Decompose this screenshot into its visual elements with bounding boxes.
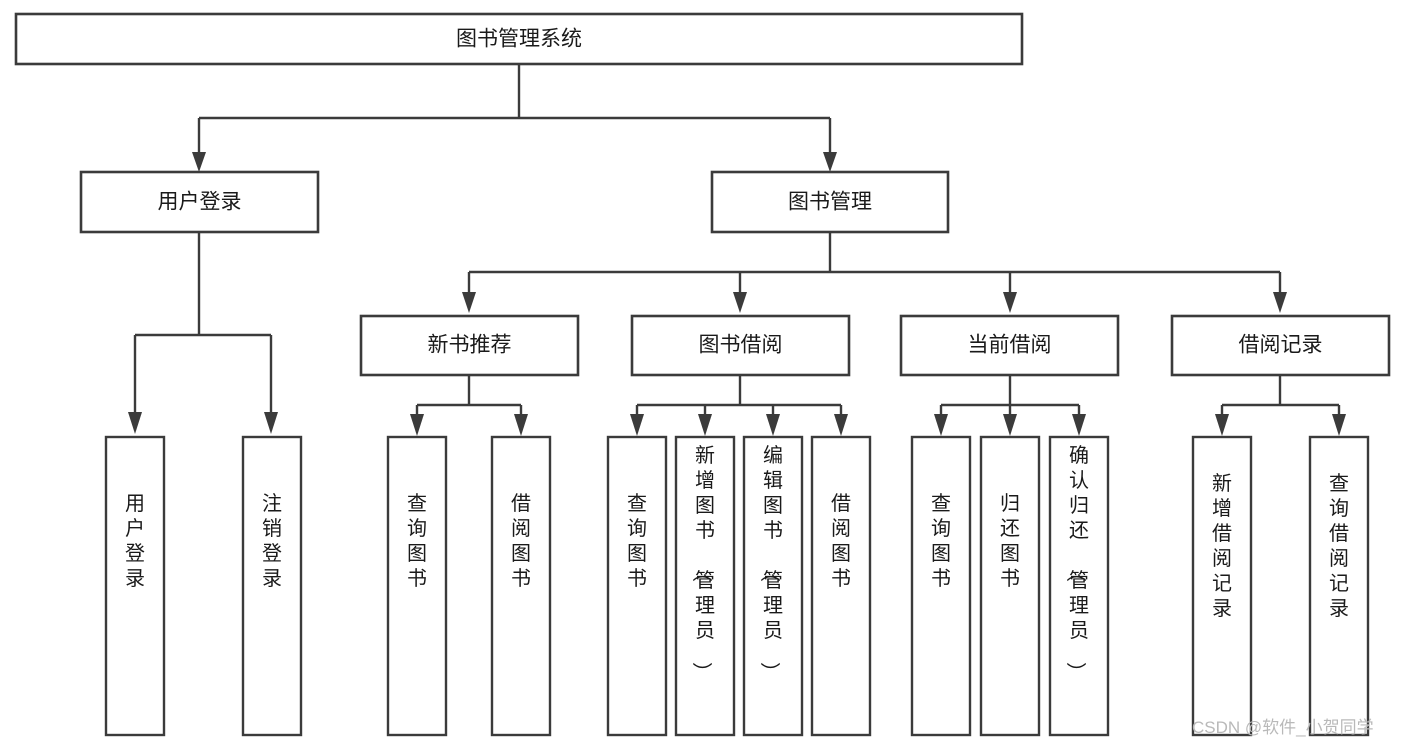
arrow-leaf-query-book-1 (410, 414, 424, 436)
node-leaf-borrow-book-1-box[interactable] (490, 435, 552, 737)
leaf-nodes-layer: 用户登录 注销登录 查询图书 借阅图书 查询图书 新增图书（管理员） (104, 435, 1370, 737)
node-leaf-return-book[interactable]: 归还图书 (979, 435, 1041, 737)
node-leaf-user-logout-label: 注销登录 (262, 492, 282, 590)
node-leaf-edit-book-label: 编辑图书（管理员） (758, 444, 783, 682)
node-root-label: 图书管理系统 (456, 28, 582, 51)
node-user-login-box[interactable] (79, 170, 320, 234)
arrow-leaf-query-book-3 (934, 414, 948, 436)
node-leaf-user-logout[interactable]: 注销登录 (241, 435, 303, 737)
arrow-to-user-login (192, 152, 206, 172)
arrow-leaf-add-record (1215, 414, 1229, 436)
node-borrow-record-label: 借阅记录 (1239, 334, 1323, 357)
node-user-login-label: 用户登录 (158, 191, 242, 214)
node-leaf-query-book-2-box[interactable] (606, 435, 668, 737)
node-new-book-rec[interactable]: 新书推荐 (359, 314, 580, 377)
node-book-borrow[interactable]: 图书借阅 (630, 314, 851, 377)
node-leaf-confirm-return-label: 确认归还（管理员） (1064, 444, 1089, 682)
node-leaf-query-book-3[interactable]: 查询图书 (910, 435, 972, 737)
node-leaf-borrow-book-2[interactable]: 借阅图书 (810, 435, 872, 737)
arrow-leaf-return-book (1003, 414, 1017, 436)
connector-layer (128, 64, 1346, 436)
node-leaf-query-book-1-label: 查询图书 (407, 492, 427, 590)
arrow-leaf-user-login (128, 412, 142, 434)
node-leaf-query-book-2[interactable]: 查询图书 (606, 435, 668, 737)
node-leaf-user-login[interactable]: 用户登录 (104, 435, 166, 737)
arrow-leaf-borrow-book-1 (514, 414, 528, 436)
node-leaf-add-book-label: 新增图书（管理员） (690, 444, 715, 682)
node-leaf-return-book-label: 归还图书 (1000, 492, 1020, 590)
node-book-borrow-label: 图书借阅 (699, 334, 783, 357)
arrow-to-borrow-record (1273, 292, 1287, 313)
node-leaf-query-book-1[interactable]: 查询图书 (386, 435, 448, 737)
node-leaf-borrow-book-2-box[interactable] (810, 435, 872, 737)
node-leaf-confirm-return[interactable]: 确认归还（管理员） (1048, 435, 1110, 737)
node-leaf-add-book-box[interactable] (674, 435, 736, 737)
arrow-leaf-edit-book (766, 414, 780, 436)
node-book-manage[interactable]: 图书管理 (710, 170, 950, 234)
node-leaf-query-record-box[interactable] (1308, 435, 1370, 737)
node-leaf-add-record[interactable]: 新增借阅记录 (1191, 435, 1253, 737)
node-root-box[interactable] (14, 12, 1024, 66)
node-leaf-user-login-label: 用户登录 (125, 493, 145, 590)
arrow-leaf-query-record (1332, 414, 1346, 436)
arrow-leaf-query-book-2 (630, 414, 644, 436)
node-borrow-record-box[interactable] (1170, 314, 1391, 377)
node-leaf-user-login-box[interactable] (104, 435, 166, 737)
arrow-to-new-book-rec (462, 292, 476, 313)
node-root[interactable]: 图书管理系统 (14, 12, 1024, 66)
node-leaf-query-book-1-box[interactable] (386, 435, 448, 737)
node-leaf-query-book-3-box[interactable] (910, 435, 972, 737)
node-leaf-return-book-box[interactable] (979, 435, 1041, 737)
node-leaf-query-record-label: 查询借阅记录 (1329, 472, 1349, 620)
arrow-to-book-borrow (733, 292, 747, 313)
node-leaf-query-record[interactable]: 查询借阅记录 (1308, 435, 1370, 737)
node-book-manage-box[interactable] (710, 170, 950, 234)
csdn-watermark: CSDN @软件_小贺同学 (1192, 718, 1374, 737)
node-leaf-borrow-book-1[interactable]: 借阅图书 (490, 435, 552, 737)
node-leaf-edit-book-box[interactable] (742, 435, 804, 737)
arrow-leaf-user-logout (264, 412, 278, 434)
node-current-borrow-label: 当前借阅 (968, 334, 1052, 357)
node-leaf-user-logout-box[interactable] (241, 435, 303, 737)
arrow-to-book-manage (823, 152, 837, 172)
node-leaf-query-book-3-label: 查询图书 (931, 492, 951, 590)
node-current-borrow-box[interactable] (899, 314, 1120, 377)
arrow-leaf-confirm-return (1072, 414, 1086, 436)
node-leaf-query-book-2-label: 查询图书 (627, 492, 647, 590)
arrow-leaf-borrow-book-2 (834, 414, 848, 436)
arrow-leaf-add-book (698, 414, 712, 436)
node-book-manage-label: 图书管理 (788, 191, 872, 214)
node-new-book-rec-label: 新书推荐 (428, 334, 512, 357)
node-leaf-confirm-return-box[interactable] (1048, 435, 1110, 737)
node-leaf-borrow-book-2-label: 借阅图书 (831, 492, 851, 590)
node-leaf-edit-book[interactable]: 编辑图书（管理员） (742, 435, 804, 737)
arrow-to-current-borrow (1003, 292, 1017, 313)
node-leaf-borrow-book-1-label: 借阅图书 (511, 492, 531, 590)
node-user-login[interactable]: 用户登录 (79, 170, 320, 234)
node-leaf-add-record-label: 新增借阅记录 (1212, 472, 1232, 620)
node-leaf-add-record-box[interactable] (1191, 435, 1253, 737)
node-borrow-record[interactable]: 借阅记录 (1170, 314, 1391, 377)
node-book-borrow-box[interactable] (630, 314, 851, 377)
node-new-book-rec-box[interactable] (359, 314, 580, 377)
node-current-borrow[interactable]: 当前借阅 (899, 314, 1120, 377)
node-leaf-add-book[interactable]: 新增图书（管理员） (674, 435, 736, 737)
